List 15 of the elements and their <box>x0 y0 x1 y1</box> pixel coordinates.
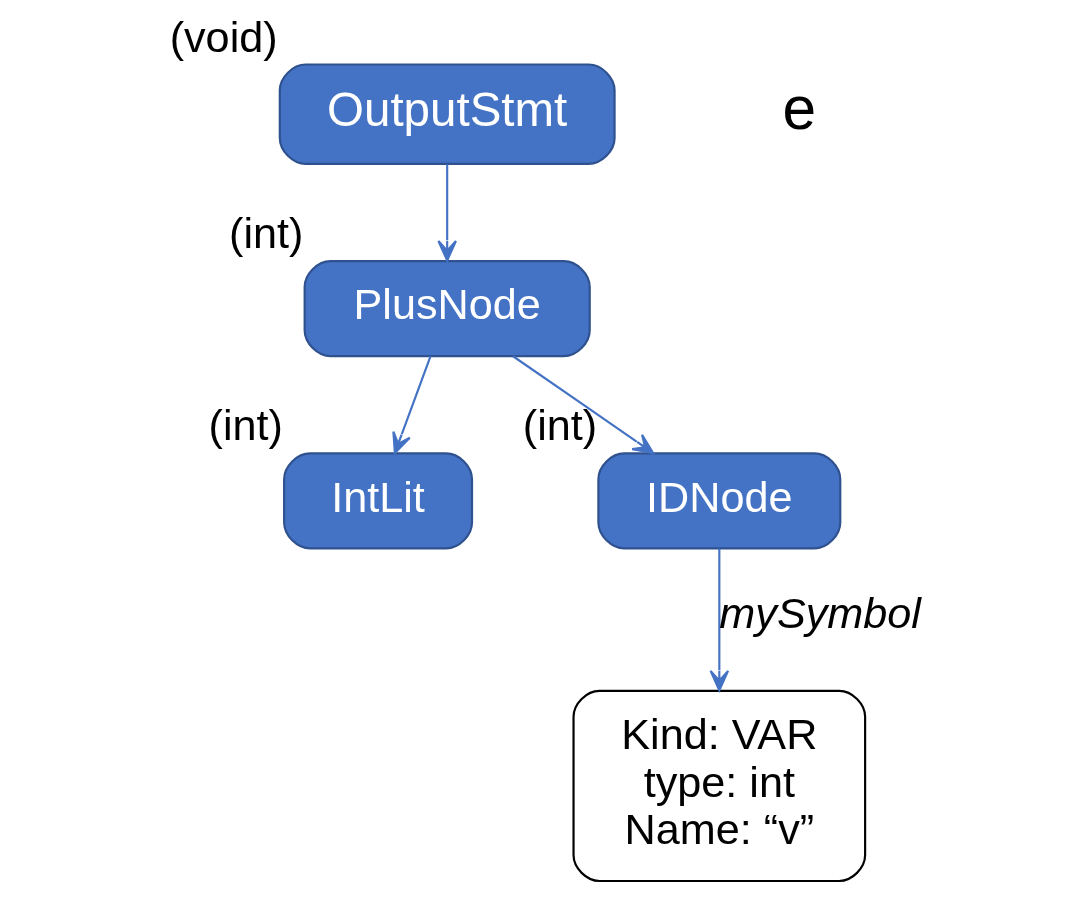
node-box: OutputStmt <box>278 63 616 165</box>
arrow <box>511 355 654 455</box>
node-box: IDNode <box>596 452 841 550</box>
node-label: (void) <box>169 12 278 61</box>
node-box: PlusNode <box>303 260 591 358</box>
node-label: (int) <box>208 401 283 450</box>
arrow <box>709 548 729 692</box>
node-label: (int) <box>228 209 303 258</box>
node-box: IntLit <box>282 452 473 550</box>
arrow <box>391 355 431 455</box>
node-label: (int) <box>522 401 597 450</box>
edge-label: mySymbol <box>718 589 921 638</box>
arrow <box>436 164 457 262</box>
node-box: Kind: VAR type: int Name: “v” <box>571 689 866 883</box>
label: e <box>781 74 816 143</box>
